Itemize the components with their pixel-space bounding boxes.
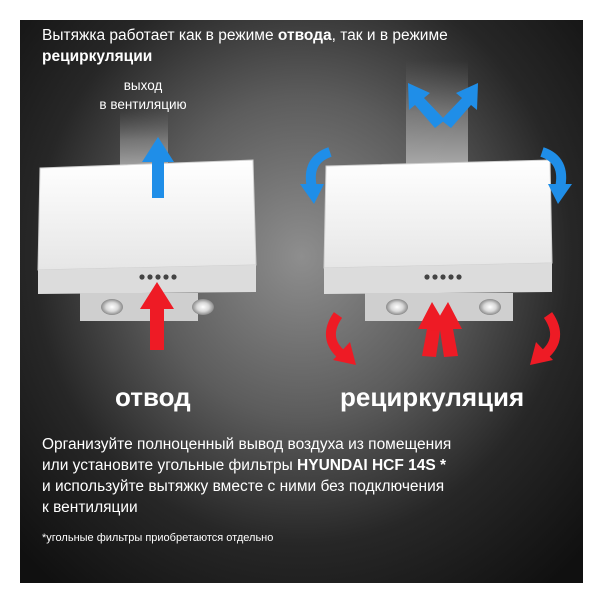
product-card: Вытяжка работает как в режиме отвода, та… [20,20,583,583]
curved-arrow-blue-right-icon [540,147,572,204]
glass-panel-right [323,159,553,269]
description-line-1: Организуйте полноценный вывод воздуха из… [42,436,452,453]
lamp-right-2 [479,299,501,315]
hood-right [300,60,572,365]
lamp-left-1 [101,299,123,315]
footnote: *угольные фильтры приобретаются отдельно [42,532,274,544]
headline: Вытяжка работает как в режиме отвода, та… [42,25,562,67]
brand-filter-name: HYUNDAI HCF 14S * [297,457,447,474]
arrow-blue-out-right-icon [441,83,478,128]
hood-body-right [324,263,552,294]
description-line-3: и используйте вытяжку вместе с ними без … [42,478,445,495]
headline-bold-recirculation: рециркуляции [42,48,153,65]
hood-illustration [37,60,572,365]
curved-arrow-blue-left-icon [300,147,332,204]
description-line-4: к вентиляции [42,499,138,516]
mode-label-exhaust: отвод [115,382,191,412]
arrow-red-up-right-icon [431,302,462,357]
lamp-left-2 [192,299,214,315]
hood-body-left [38,265,256,294]
mode-label-recirculation: рециркуляция [340,382,525,412]
headline-bold-exhaust: отвода [277,27,332,44]
exit-label-line-2: в вентиляцию [99,97,187,112]
curved-arrow-red-left-icon [326,312,356,365]
control-buttons-right [424,274,462,280]
curved-arrow-red-right-icon [530,312,560,365]
headline-text-1: Вытяжка работает как в режиме [42,27,278,44]
description-line-2-text: или установите угольные фильтры [42,457,298,474]
arrow-up-blue-icon [142,137,174,198]
description-line-2: или установите угольные фильтры HYUNDAI … [42,455,572,476]
lamp-right-1 [386,299,408,315]
control-buttons-left [139,274,177,280]
arrow-up-red-icon [140,282,174,350]
description: Организуйте полноценный вывод воздуха из… [42,434,572,518]
hood-left [37,110,257,350]
arrow-blue-out-left-icon [408,83,445,128]
exit-label: выход в вентиляцию [98,76,188,114]
exit-label-line-1: выход [123,78,163,93]
hood-bottom-left [80,293,198,321]
glass-panel-left [37,159,257,271]
headline-text-2: , так и в режиме [331,27,448,44]
